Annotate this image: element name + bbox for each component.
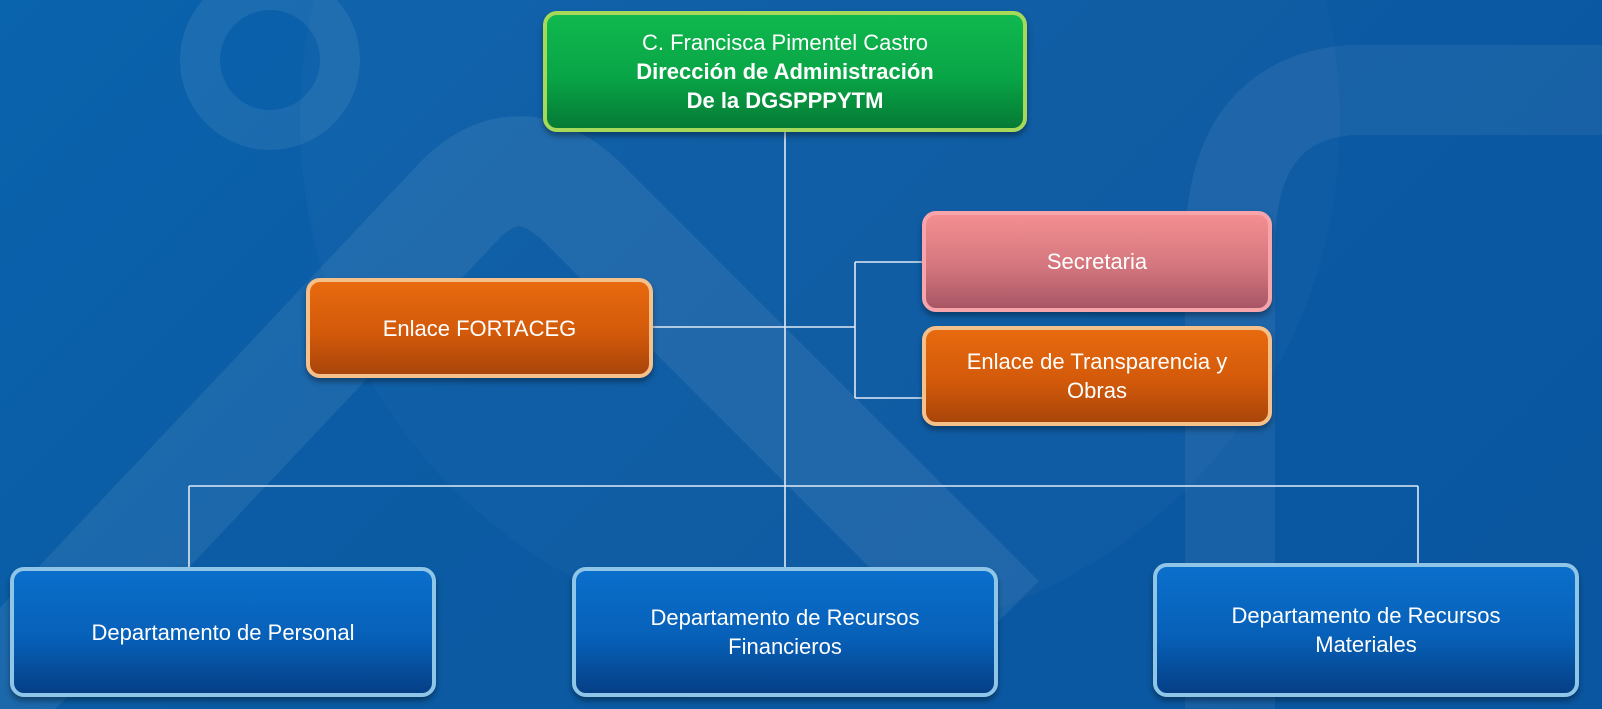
transparencia-label-line1: Enlace de Transparencia y [966,349,1228,374]
department-materiales-label-line2: Materiales [1315,632,1417,657]
director-subtitle: De la DGSPPPYTM [686,88,884,113]
department-financieros-node: Departamento de Recursos Financieros [572,567,998,697]
director-name: C. Francisca Pimentel Castro [641,30,929,55]
department-financieros-label-line2: Financieros [728,634,842,659]
transparencia-node: Enlace de Transparencia y Obras [922,326,1272,426]
department-materiales-node: Departamento de Recursos Materiales [1153,563,1579,697]
department-materiales-label-line1: Departamento de Recursos [1231,603,1501,628]
department-financieros-label-line1: Departamento de Recursos [650,605,920,630]
director-title: Dirección de Administración [636,59,934,84]
secretaria-node: Secretaria [922,211,1272,312]
director-node: C. Francisca Pimentel Castro Dirección d… [543,11,1027,132]
transparencia-label-line2: Obras [1067,378,1127,403]
department-personal-label: Departamento de Personal [91,619,355,645]
fortaceg-label: Enlace FORTACEG [382,315,577,341]
department-personal-node: Departamento de Personal [10,567,436,697]
fortaceg-node: Enlace FORTACEG [306,278,653,378]
secretaria-label: Secretaria [1046,249,1148,274]
